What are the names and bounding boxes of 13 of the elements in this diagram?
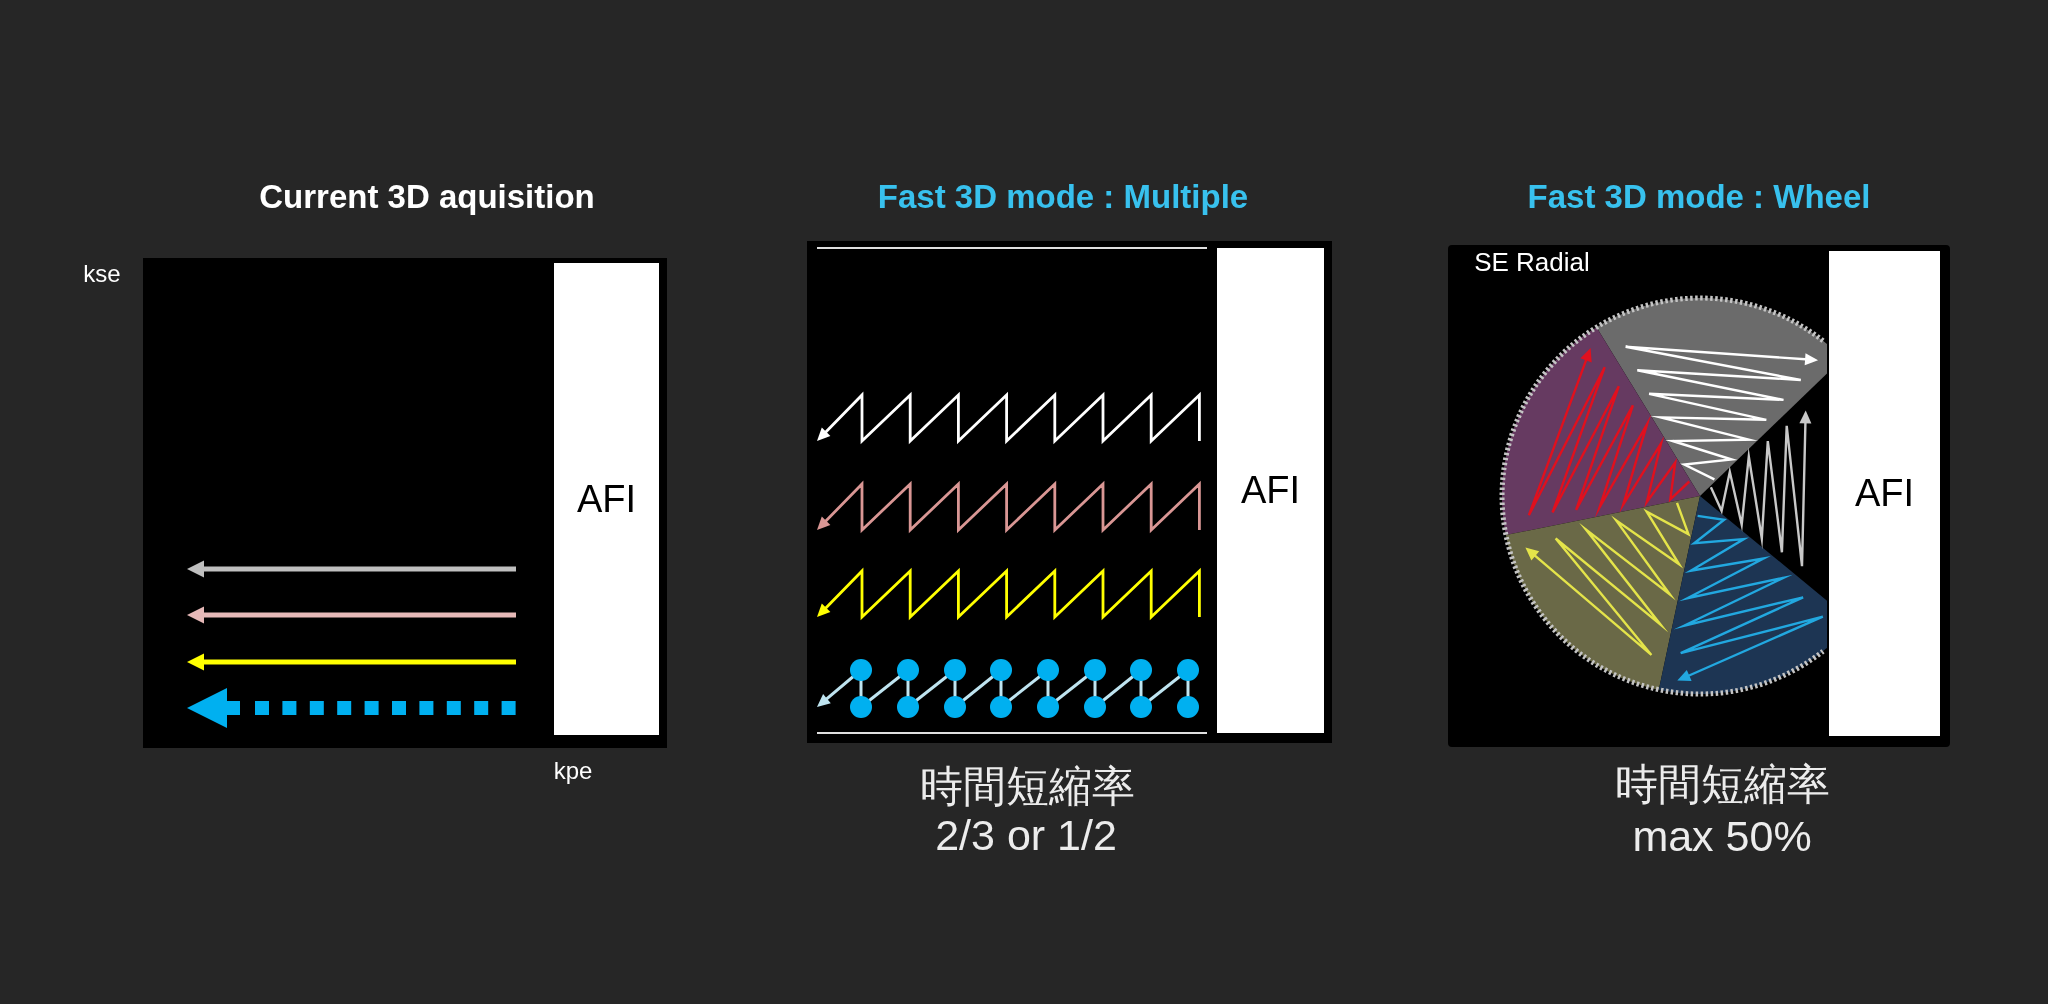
- axis-label: kpe: [553, 757, 593, 785]
- caption-text: 時間短縮率: [1614, 760, 1830, 810]
- axis-label: kse: [83, 260, 121, 288]
- panel-label: SE Radial: [1474, 248, 1590, 278]
- panel-title: Fast 3D mode : Wheel: [1527, 178, 1871, 216]
- panel-title: Fast 3D mode : Multiple: [877, 178, 1249, 216]
- label-panel: AFI: [1829, 251, 1940, 736]
- caption-text: 時間短縮率: [919, 762, 1135, 812]
- panel-title: Current 3D aquisition: [259, 178, 595, 216]
- caption-text: 2/3 or 1/2: [935, 811, 1117, 861]
- caption-text: max 50%: [1632, 812, 1812, 862]
- label-panel: AFI: [1217, 248, 1324, 733]
- label-panel: AFI: [554, 263, 659, 735]
